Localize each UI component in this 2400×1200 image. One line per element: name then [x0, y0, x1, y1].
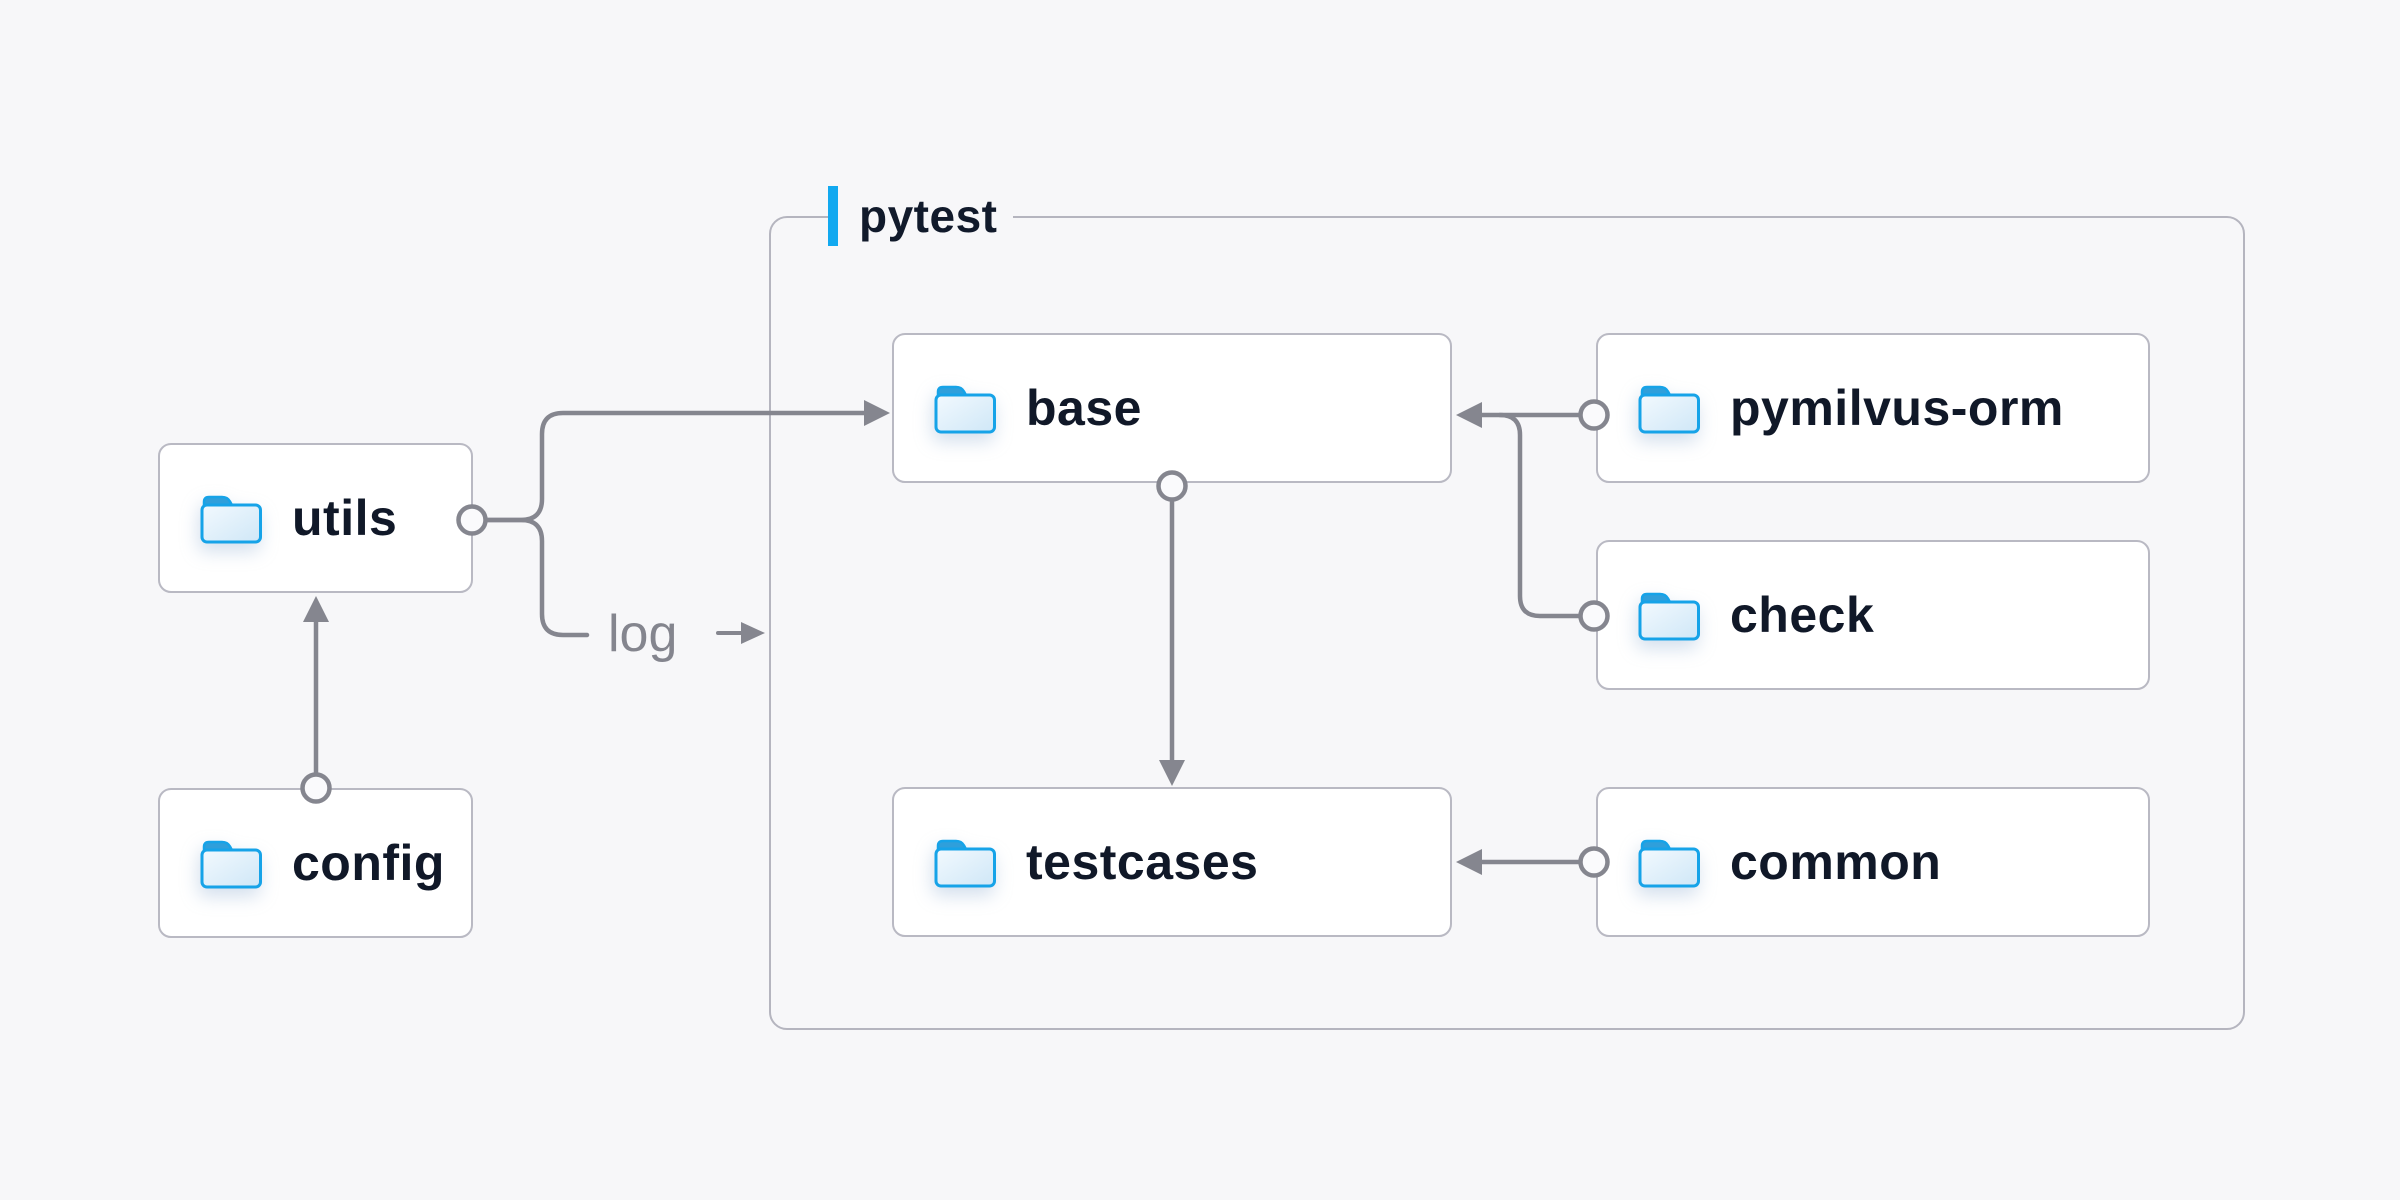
node-pymilvus-orm-label: pymilvus-orm	[1730, 380, 2064, 436]
edge-label-log: log	[608, 605, 678, 663]
folder-icon	[1638, 839, 1700, 887]
arrowhead-icon	[303, 596, 329, 622]
folder-icon	[200, 495, 262, 543]
folder-icon	[1638, 385, 1700, 433]
accent-bar-icon	[828, 186, 838, 246]
node-check: check	[1596, 540, 2150, 690]
node-common-label: common	[1730, 834, 1942, 890]
edge-config-utils	[303, 596, 329, 777]
node-utils: utils	[158, 443, 473, 593]
node-testcases: testcases	[892, 787, 1452, 937]
node-config-label: config	[292, 835, 445, 891]
edge-utils-log	[483, 517, 590, 638]
node-config: config	[158, 788, 473, 938]
folder-icon	[200, 840, 262, 888]
node-base: base	[892, 333, 1452, 483]
node-pymilvus-orm: pymilvus-orm	[1596, 333, 2150, 483]
node-testcases-label: testcases	[1026, 834, 1259, 890]
node-utils-label: utils	[292, 490, 398, 546]
folder-icon	[934, 839, 996, 887]
node-base-label: base	[1026, 380, 1142, 436]
arrowhead-icon	[741, 622, 765, 644]
pytest-group-title: pytest	[859, 190, 998, 242]
pytest-group-label: pytest	[828, 186, 1014, 246]
folder-icon	[1638, 592, 1700, 640]
pytest-group	[769, 216, 2245, 1030]
node-common: common	[1596, 787, 2150, 937]
node-check-label: check	[1730, 587, 1875, 643]
edge-log-arrow	[716, 622, 765, 644]
folder-icon	[934, 385, 996, 433]
